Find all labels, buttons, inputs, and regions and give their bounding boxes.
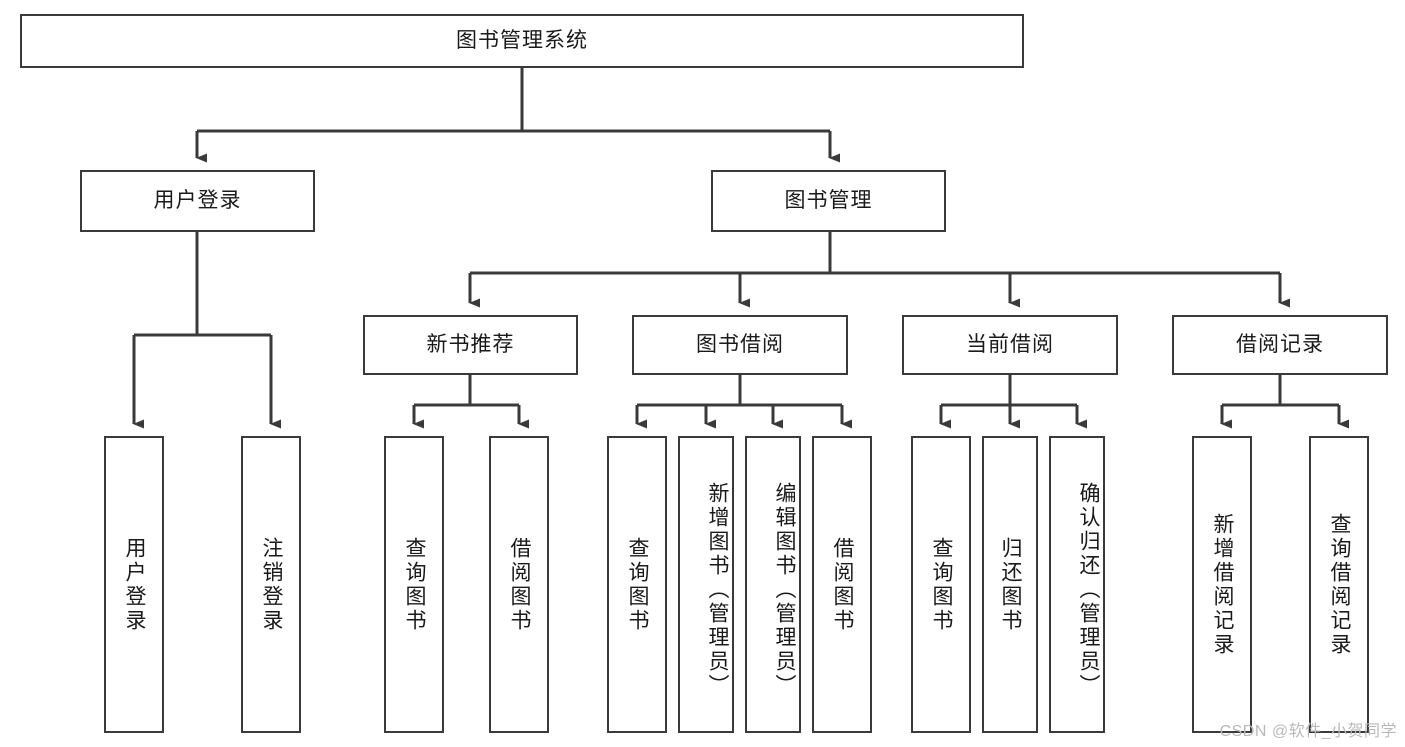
node-label: 新增借阅记录 xyxy=(1211,512,1234,657)
node-book-manage[interactable]: 图书管理 xyxy=(711,170,946,232)
leaf-add-book-admin[interactable]: 新增图书（管理员） xyxy=(678,436,734,733)
leaf-logout[interactable]: 注销登录 xyxy=(241,436,301,733)
node-label: 借阅图书 xyxy=(831,536,854,633)
node-label: 新书推荐 xyxy=(426,333,515,357)
leaf-return-book[interactable]: 归还图书 xyxy=(982,436,1038,733)
node-label: 确认归还（管理员） xyxy=(1077,481,1100,698)
leaf-add-borrow-record[interactable]: 新增借阅记录 xyxy=(1192,436,1252,733)
node-label: 查询图书 xyxy=(403,536,426,633)
node-new-book-rec[interactable]: 新书推荐 xyxy=(363,315,578,375)
node-user-login[interactable]: 用户登录 xyxy=(80,170,315,232)
node-label: 图书借阅 xyxy=(696,333,784,357)
node-root-system[interactable]: 图书管理系统 xyxy=(20,14,1024,68)
leaf-query-book-2[interactable]: 查询图书 xyxy=(607,436,667,733)
leaf-query-borrow-record[interactable]: 查询借阅记录 xyxy=(1309,436,1369,733)
node-label: 查询借阅记录 xyxy=(1328,512,1351,657)
node-label: 新增图书（管理员） xyxy=(706,481,729,698)
node-label: 当前借阅 xyxy=(966,333,1054,357)
node-label: 注销登录 xyxy=(260,536,283,633)
leaf-borrow-book-1[interactable]: 借阅图书 xyxy=(489,436,549,733)
node-label: 图书管理 xyxy=(784,189,873,213)
node-label: 借阅图书 xyxy=(508,536,531,633)
node-label: 图书管理系统 xyxy=(456,29,588,53)
node-borrow-record[interactable]: 借阅记录 xyxy=(1172,315,1388,375)
node-label: 查询图书 xyxy=(930,536,953,633)
leaf-edit-book-admin[interactable]: 编辑图书（管理员） xyxy=(745,436,801,733)
node-current-borrow[interactable]: 当前借阅 xyxy=(902,315,1118,375)
node-label: 用户登录 xyxy=(123,536,146,633)
node-label: 查询图书 xyxy=(626,536,649,633)
node-book-borrow[interactable]: 图书借阅 xyxy=(632,315,848,375)
watermark-text: CSDN @软件_小贺同学 xyxy=(1219,723,1397,740)
leaf-query-book-1[interactable]: 查询图书 xyxy=(384,436,444,733)
node-label: 用户登录 xyxy=(153,189,242,213)
node-label: 借阅记录 xyxy=(1236,333,1324,357)
node-label: 编辑图书（管理员） xyxy=(773,481,796,698)
leaf-borrow-book-2[interactable]: 借阅图书 xyxy=(812,436,872,733)
node-label: 归还图书 xyxy=(999,536,1022,633)
leaf-confirm-return-admin[interactable]: 确认归还（管理员） xyxy=(1049,436,1105,733)
leaf-query-book-3[interactable]: 查询图书 xyxy=(911,436,971,733)
leaf-user-login[interactable]: 用户登录 xyxy=(104,436,164,733)
